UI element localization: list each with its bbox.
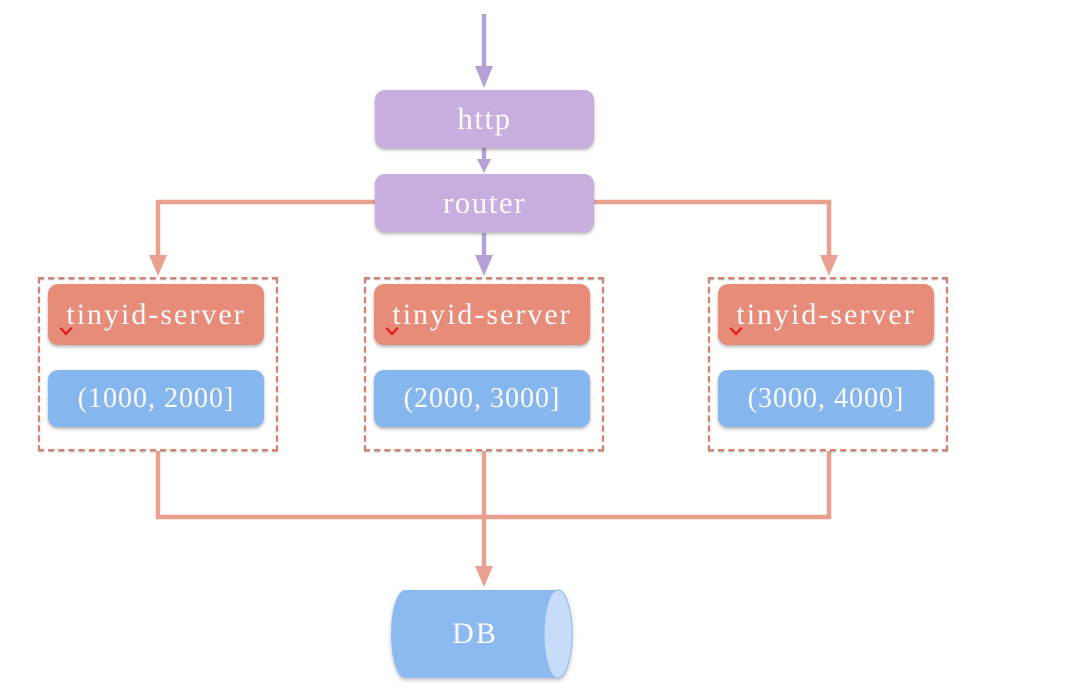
group-2-server-label: tinyid-server	[392, 297, 572, 331]
arrowhead-router-to-left-group	[149, 255, 167, 276]
edge-side-groups-merge-bus	[155, 451, 832, 520]
arrowhead-groups-to-db	[475, 566, 493, 587]
spellcheck-squiggle-icon	[385, 327, 399, 336]
group-2-server-node: tinyid-server	[374, 284, 590, 345]
arrowhead-router-to-middle-group	[475, 255, 493, 276]
http-label: http	[457, 101, 512, 136]
arrowhead-router-to-right-group	[820, 255, 838, 276]
group-1-range-node: (1000, 2000]	[48, 370, 264, 427]
group-2-range-label: (2000, 3000]	[403, 382, 561, 414]
tinyid-server-group-2: tinyid-server (2000, 3000]	[364, 277, 604, 451]
router-label: router	[442, 185, 527, 220]
group-1-server-node: tinyid-server	[48, 284, 264, 345]
spellcheck-squiggle-icon	[59, 327, 73, 336]
group-3-range-node: (3000, 4000]	[718, 370, 934, 427]
group-3-server-label: tinyid-server	[736, 297, 916, 331]
arrowhead-top-to-http	[475, 66, 493, 88]
edge-router-to-left-group	[155, 199, 375, 256]
group-1-range-label: (1000, 2000]	[77, 382, 235, 414]
arrowhead-http-to-router	[477, 159, 491, 173]
tinyid-server-group-1: tinyid-server (1000, 2000]	[38, 277, 278, 451]
db-cylinder-icon	[391, 589, 573, 679]
node-router: router	[375, 174, 594, 232]
group-2-range-node: (2000, 3000]	[374, 370, 590, 427]
node-db: DB	[390, 588, 586, 680]
db-label: DB	[452, 617, 498, 650]
group-1-server-label: tinyid-server	[66, 297, 246, 331]
edge-router-to-right-group	[594, 199, 832, 256]
spellcheck-squiggle-icon	[729, 327, 743, 336]
tinyid-server-group-3: tinyid-server (3000, 4000]	[708, 277, 948, 451]
group-3-range-label: (3000, 4000]	[747, 382, 905, 414]
group-3-server-node: tinyid-server	[718, 284, 934, 345]
node-http: http	[375, 90, 594, 148]
